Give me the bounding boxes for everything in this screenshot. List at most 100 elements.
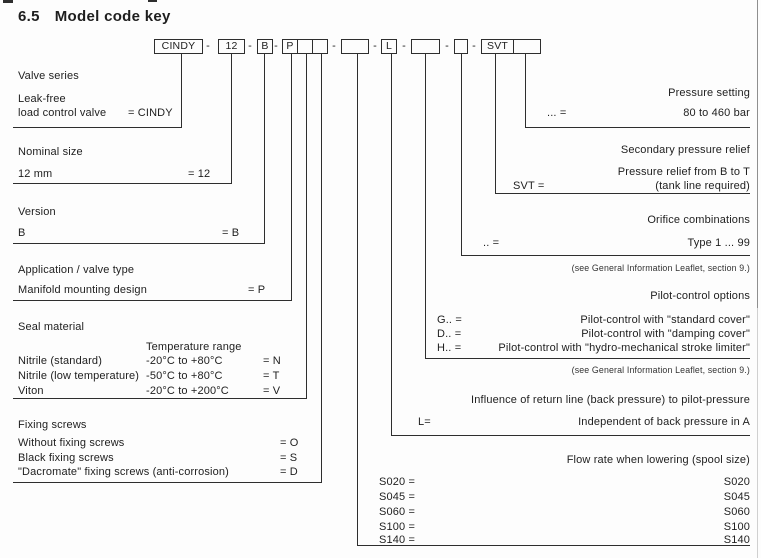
section-header: Valve series [18, 70, 79, 82]
page-edge-line [757, 0, 758, 308]
table-row: Black fixing screws = S [18, 452, 358, 464]
code-separator: - [472, 40, 476, 52]
connector-return-line [391, 54, 392, 436]
connector-seal-material [306, 54, 307, 399]
underline-application [13, 300, 292, 301]
code-separator: - [445, 40, 449, 52]
table-row: G.. = Pilot-control with "standard cover… [437, 314, 750, 326]
underline-nominal-size [13, 183, 232, 184]
row-key: H.. = [437, 342, 462, 354]
connector-version [264, 54, 265, 244]
table-row: "Dacromate" fixing screws (anti-corrosio… [18, 466, 358, 478]
section-header: Pressure setting [668, 87, 750, 99]
row-label: "Dacromate" fixing screws (anti-corrosio… [18, 466, 229, 478]
underline-flow-rate [357, 545, 750, 546]
table-row: H.. = Pilot-control with "hydro-mechanic… [437, 342, 750, 354]
section-note: (see General Information Leaflet, sectio… [571, 365, 750, 375]
connector-valve-series [181, 54, 182, 128]
table-row: Nitrile (standard) -20°C to +80°C = N [18, 355, 358, 367]
row-range: -20°C to +200°C [146, 385, 229, 397]
underline-seal-material [13, 398, 307, 399]
code-separator: - [373, 40, 377, 52]
code-box-pilot [411, 39, 440, 54]
table-row: B = B [18, 227, 358, 239]
code-separator: - [248, 40, 252, 52]
connector-nominal-size [231, 54, 232, 184]
row-key: S100 = [379, 521, 416, 533]
page-title: 6.5 Model code key [18, 8, 171, 25]
table-row: 12 mm = 12 [18, 168, 358, 180]
code-box-pressure-cell [513, 40, 540, 53]
table-row: S100 = S100 [379, 521, 750, 533]
row-key: D.. = [437, 328, 462, 340]
section-header: Fixing screws [18, 419, 87, 431]
scan-speck [3, 0, 13, 3]
section-header: Pilot-control options [650, 290, 750, 302]
row-label: Without fixing screws [18, 437, 125, 449]
code-separator: - [206, 40, 210, 52]
row-value: = CINDY [128, 107, 173, 119]
table-row: .. = Type 1 ... 99 [483, 237, 750, 249]
row-key: S140 = [379, 534, 416, 546]
row-key: L= [418, 416, 431, 428]
row-value: Independent of back pressure in A [578, 416, 750, 428]
code-box-orifice [454, 39, 468, 54]
section-number: 6.5 [18, 8, 40, 25]
code-box-secondary-label: SVT [486, 40, 509, 52]
row-key: S020 = [379, 476, 416, 488]
connector-fixing-screws [321, 54, 322, 483]
code-box-application-group: P [282, 39, 328, 54]
row-value: Pilot-control with "standard cover" [580, 314, 750, 326]
code-box-seal-cell [297, 40, 312, 53]
section-header: Version [18, 206, 56, 218]
row-value: S060 [723, 506, 750, 518]
underline-valve-series [13, 127, 182, 128]
table-row: SVT = (tank line required) [513, 180, 750, 192]
section-header: Flow rate when lowering (spool size) [566, 454, 750, 466]
row-key: G.. = [437, 314, 462, 326]
underline-version [13, 243, 265, 244]
code-box-application-label: P [286, 40, 294, 52]
section-header: Application / valve type [18, 264, 135, 276]
code-box-series: CINDY [154, 39, 203, 54]
code-box-size: 12 [218, 39, 245, 54]
row-value: = N [263, 355, 281, 367]
row-value: S140 [723, 534, 750, 546]
code-separator: - [332, 40, 336, 52]
code-box-secondary-group: SVT [481, 39, 541, 54]
row-key: ... = [547, 107, 567, 119]
row-key: S060 = [379, 506, 416, 518]
underline-return-line [391, 435, 750, 436]
page-edge-line [757, 308, 758, 558]
connector-pressure-setting [525, 54, 526, 128]
code-separator: - [274, 40, 278, 52]
scan-speck [148, 0, 157, 2]
underline-secondary-relief [495, 193, 750, 194]
table-row: Without fixing screws = O [18, 437, 358, 449]
row-label: Black fixing screws [18, 452, 114, 464]
underline-pressure-setting [525, 127, 750, 128]
code-box-return-line-label: L [385, 40, 393, 52]
row-value: S045 [723, 491, 750, 503]
connector-application [291, 54, 292, 301]
connector-secondary-relief [495, 54, 496, 194]
row-label: Nitrile (standard) [18, 355, 103, 367]
section-header: Orifice combinations [647, 214, 750, 226]
row-value: = D [280, 466, 298, 478]
row-value: S020 [723, 476, 750, 488]
table-row: load control valve = CINDY [18, 107, 358, 119]
code-box-screws-cell [312, 40, 327, 53]
row-range: -50°C to +80°C [146, 370, 223, 382]
row-value: = 12 [188, 168, 211, 180]
row-label: B [18, 227, 26, 239]
code-box-version-label: B [261, 40, 269, 52]
section-header: Nominal size [18, 146, 83, 158]
code-separator: - [402, 40, 406, 52]
underline-fixing-screws [13, 482, 322, 483]
row-value: = V [263, 385, 281, 397]
row-key: SVT = [513, 180, 545, 192]
connector-flow-rate [357, 54, 358, 546]
table-row: D.. = Pilot-control with "damping cover" [437, 328, 750, 340]
table-row: S045 = S045 [379, 491, 750, 503]
